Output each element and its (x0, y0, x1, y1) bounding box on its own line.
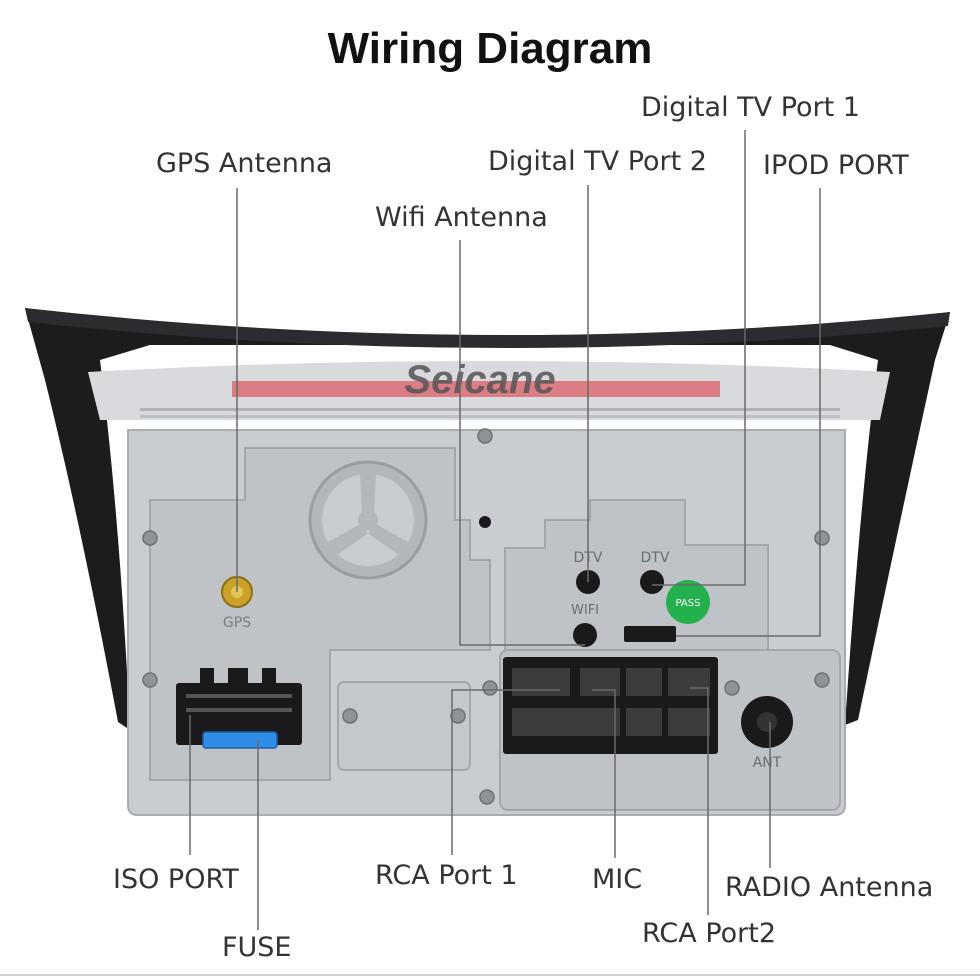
label-digital-tv-port-1: Digital TV Port 1 (641, 92, 860, 123)
dtv-right-mark: DTV (641, 550, 670, 566)
page-title: Wiring Diagram (327, 24, 653, 73)
pass-sticker-mark: PASS (676, 598, 701, 609)
label-fuse: FUSE (222, 932, 292, 963)
wifi-mark: WIFI (571, 603, 599, 618)
leader-dtv1 (652, 130, 746, 586)
blank-panel (337, 681, 471, 771)
leader-ipod (676, 188, 821, 637)
wifi-port (573, 623, 597, 647)
seicane-logo: Seicane (404, 358, 555, 402)
label-ipod-port: IPOD PORT (763, 150, 909, 181)
iso-port-connector (176, 683, 302, 745)
gps-mark: GPS (223, 615, 251, 631)
fan-vent (308, 460, 428, 580)
screws (142, 428, 830, 805)
label-gps-antenna: GPS Antenna (156, 148, 333, 179)
dtv-port-right (640, 570, 664, 594)
label-wifi-antenna: Wifi Antenna (375, 202, 548, 233)
red-strip (232, 381, 720, 397)
label-digital-tv-port-2: Digital TV Port 2 (488, 146, 707, 177)
ipod-port-slot (624, 626, 676, 642)
label-mic: MIC (592, 864, 643, 895)
label-iso-port: ISO PORT (113, 864, 239, 895)
leader-wifi (459, 240, 585, 646)
vent-holes (140, 408, 840, 418)
pass-sticker (666, 580, 710, 624)
leader-mic (592, 689, 616, 858)
bezel-frame (25, 308, 950, 730)
label-rca-port-2: RCA Port2 (642, 918, 777, 949)
ant-mark: ANT (753, 755, 782, 771)
fuse (202, 731, 278, 749)
leader-rca2 (690, 687, 709, 915)
label-radio-antenna: RADIO Antenna (725, 872, 934, 903)
leader-lines (189, 130, 821, 930)
leader-rca1 (451, 689, 560, 855)
label-rca-port-1: RCA Port 1 (375, 860, 518, 891)
bezel-top-rim (25, 308, 950, 349)
